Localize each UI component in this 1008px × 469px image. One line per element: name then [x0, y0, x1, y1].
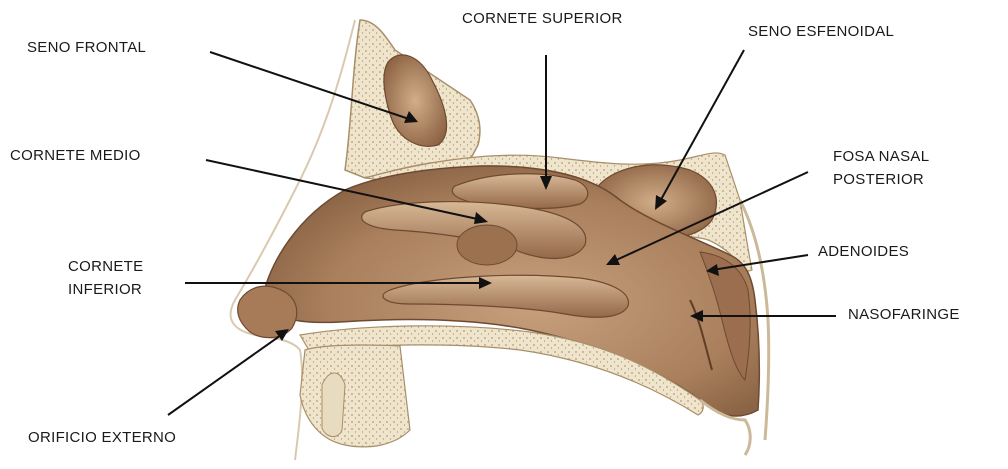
label-cornete-superior: CORNETE SUPERIOR [462, 9, 623, 29]
label-adenoides: ADENOIDES [818, 242, 909, 262]
label-fosa-nasal-line2: POSTERIOR [833, 168, 929, 191]
label-cornete-inferior: CORNETE INFERIOR [68, 255, 143, 301]
label-cornete-inferior-line1: CORNETE [68, 255, 143, 278]
label-seno-esfenoidal: SENO ESFENOIDAL [748, 22, 894, 42]
label-orificio-externo: ORIFICIO EXTERNO [28, 428, 176, 448]
label-cornete-inferior-line2: INFERIOR [68, 278, 143, 301]
label-seno-frontal: SENO FRONTAL [27, 38, 146, 58]
tooth-root [322, 373, 345, 437]
label-nasofaringe: NASOFARINGE [848, 305, 960, 325]
leader-orificio-externo [168, 333, 284, 415]
label-cornete-medio: CORNETE MEDIO [10, 146, 141, 166]
middle-meatus-bulla [457, 225, 517, 265]
label-fosa-nasal-posterior: FOSA NASAL POSTERIOR [833, 145, 929, 191]
label-fosa-nasal-line1: FOSA NASAL [833, 145, 929, 168]
maxilla-bone [300, 345, 410, 447]
